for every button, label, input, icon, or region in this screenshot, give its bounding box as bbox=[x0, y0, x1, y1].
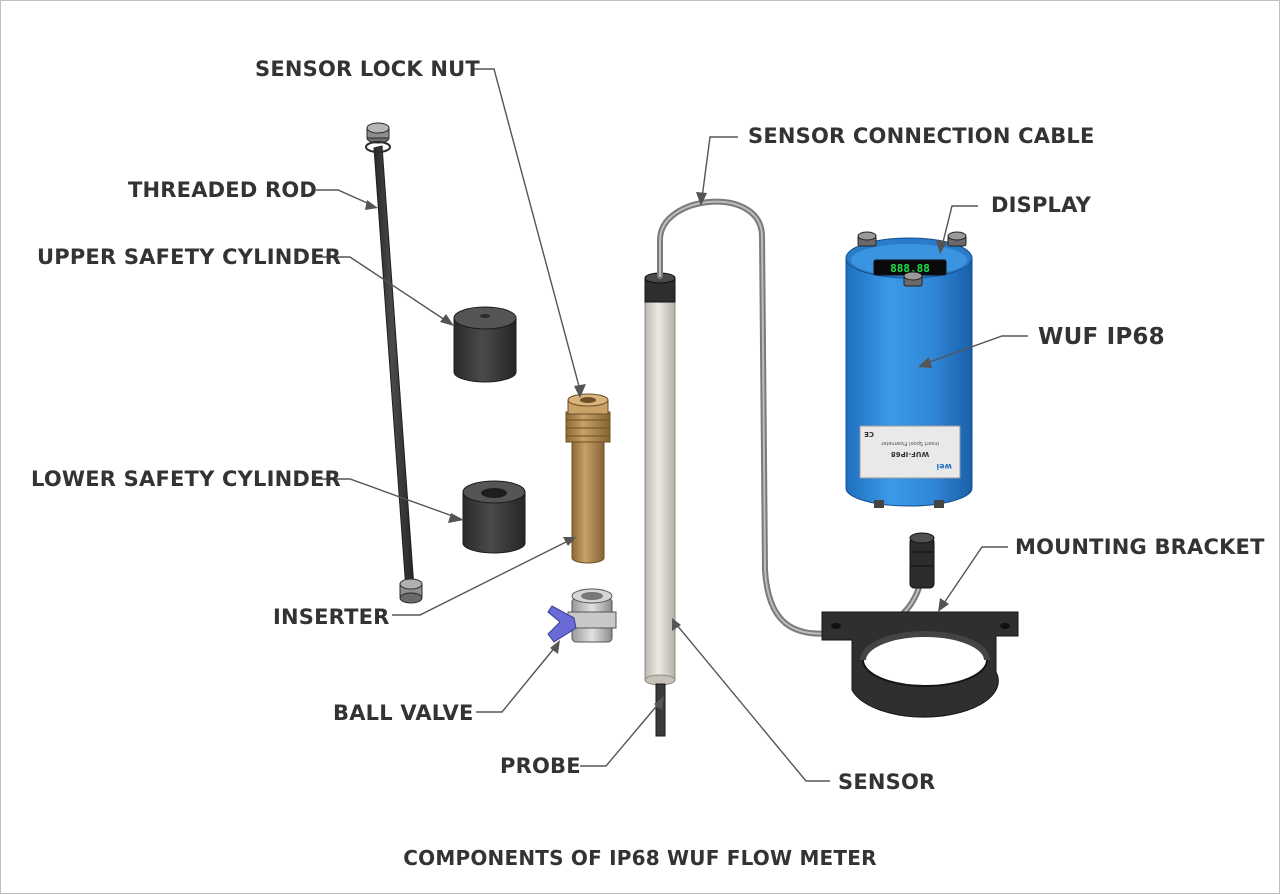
leader-lines bbox=[316, 68, 1028, 782]
label-upper-safety-cylinder: UPPER SAFETY CYLINDER bbox=[37, 245, 342, 269]
lower-safety-cylinder bbox=[462, 480, 526, 554]
display-reading: 888.88 bbox=[890, 262, 930, 275]
rod-bottom-nut bbox=[399, 578, 423, 604]
threaded-rod bbox=[365, 122, 423, 604]
label-subtitle: Insert Spool Flowmeter bbox=[880, 440, 939, 446]
label-brand: wei bbox=[936, 462, 952, 471]
lid-screws bbox=[857, 231, 967, 287]
inserter bbox=[565, 393, 611, 564]
label-probe: PROBE bbox=[500, 754, 581, 778]
label-inserter: INSERTER bbox=[273, 605, 390, 629]
label-display: DISPLAY bbox=[991, 193, 1091, 217]
label-ce-mark: CE bbox=[864, 430, 874, 438]
label-sensor-lock-nut: SENSOR LOCK NUT bbox=[255, 57, 480, 81]
label-lower-safety-cylinder: LOWER SAFETY CYLINDER bbox=[31, 467, 341, 491]
upper-safety-cylinder bbox=[453, 306, 517, 383]
valve-handle bbox=[547, 605, 577, 643]
cable-connector bbox=[909, 532, 935, 589]
label-sensor: SENSOR bbox=[838, 770, 936, 794]
label-mounting-bracket: MOUNTING BRACKET bbox=[1015, 535, 1265, 559]
label-wuf-ip68: WUF IP68 bbox=[1038, 324, 1165, 350]
label-threaded-rod: THREADED ROD bbox=[128, 178, 318, 202]
label-sensor-connection-cable: SENSOR CONNECTION CABLE bbox=[748, 124, 1095, 148]
product-label: wei WUF-IP68 Insert Spool Flowmeter CE bbox=[859, 425, 961, 479]
wuf-ip68-device: 888.88 wei WUF-IP68 Insert Spool Flowmet… bbox=[845, 231, 973, 508]
mounting-bracket bbox=[821, 611, 1019, 718]
sensor bbox=[644, 272, 676, 686]
label-model: WUF-IP68 bbox=[891, 450, 929, 458]
probe bbox=[655, 683, 666, 737]
rod-top-nut bbox=[365, 122, 391, 153]
label-ball-valve: BALL VALVE bbox=[333, 701, 474, 725]
diagram-caption: COMPONENTS OF IP68 WUF FLOW METER bbox=[403, 846, 877, 870]
sensor-lock-nut bbox=[565, 393, 611, 443]
ball-valve bbox=[547, 588, 617, 643]
